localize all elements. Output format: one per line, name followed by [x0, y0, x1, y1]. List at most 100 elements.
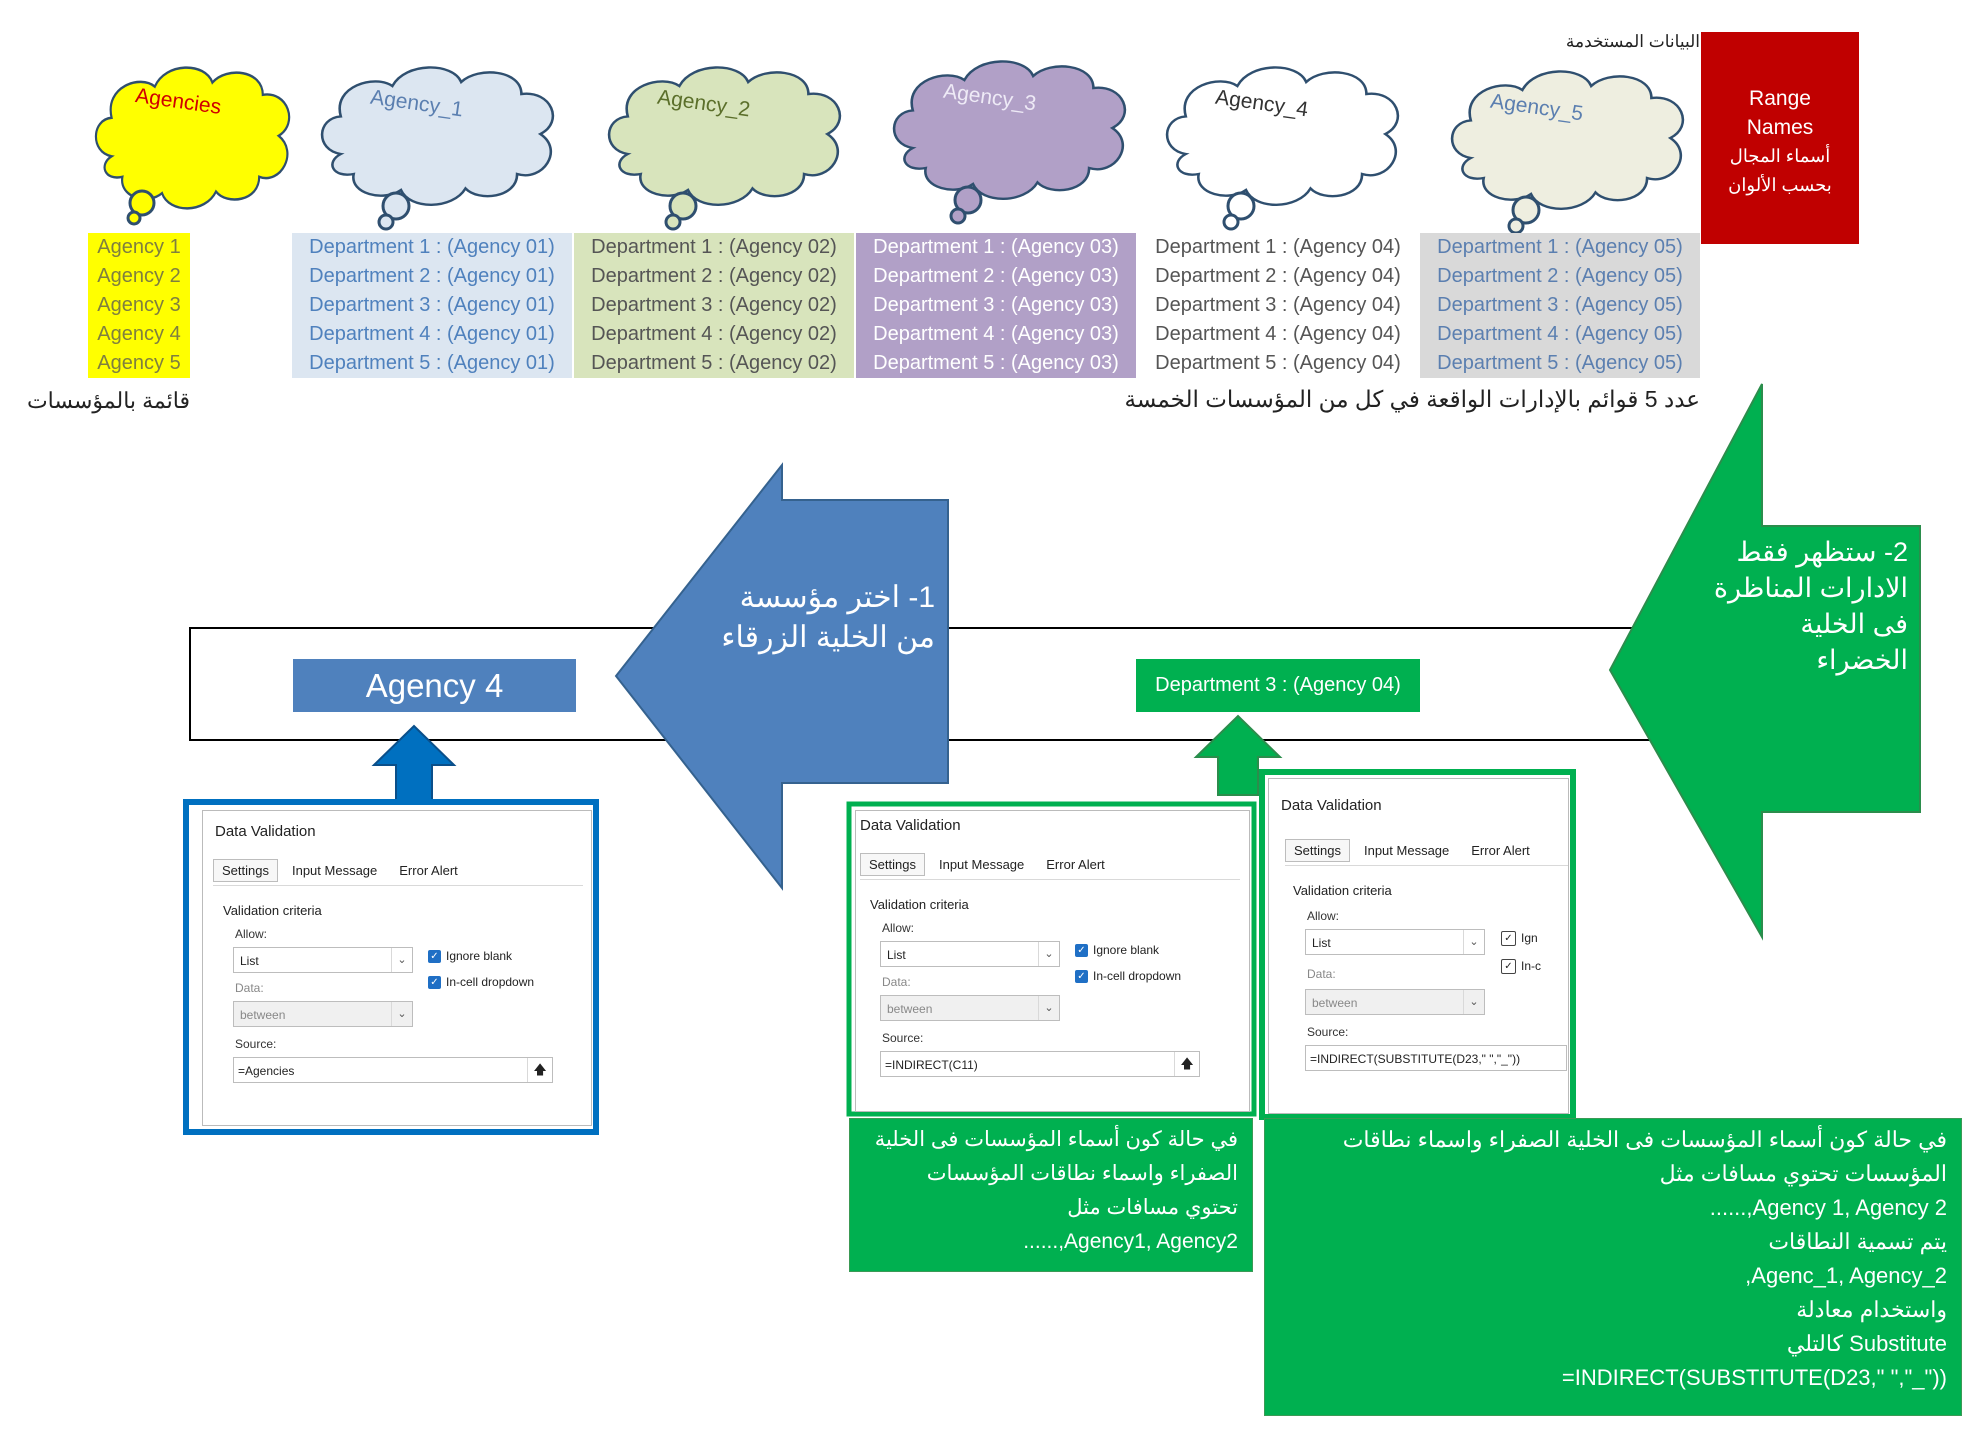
cloud-agency2	[607, 66, 842, 207]
dialog-tabs: Settings Input Message Error Alert	[860, 853, 1240, 880]
allow-combo[interactable]: List ⌄	[1305, 929, 1485, 955]
chevron-down-icon[interactable]: ⌄	[1038, 996, 1059, 1020]
list-item: Department 5 : (Agency 02)	[591, 352, 837, 374]
validation-criteria-label: Validation criteria	[870, 897, 969, 912]
chevron-down-icon[interactable]: ⌄	[1038, 942, 1059, 966]
note-right-line5: Agenc_1, Agency_2,	[1745, 1263, 1947, 1288]
note-right-line3: Agency 1, Agency 2,......	[1709, 1195, 1947, 1220]
chevron-down-icon[interactable]: ⌄	[1463, 990, 1484, 1014]
data-combo[interactable]: between⌄	[1305, 989, 1485, 1015]
source-label: Source:	[1307, 1025, 1349, 1039]
source-input[interactable]: =INDIRECT(SUBSTITUTE(D23," ","_"))	[1305, 1045, 1567, 1071]
caption-agencies-list: قائمة بالمؤسسات	[26, 388, 190, 413]
note-left: في حالة كون أسماء المؤسسات فى الخلية الص…	[849, 1118, 1253, 1272]
collapse-dialog-icon[interactable]: 🡅	[1174, 1052, 1199, 1076]
tab-error-alert[interactable]: Error Alert	[399, 863, 458, 878]
dept-list-agency1: Department 1 : (Agency 01) Department 2 …	[292, 233, 572, 378]
blue-arrow	[614, 462, 949, 891]
allow-combo[interactable]: List ⌄	[880, 941, 1060, 967]
tab-settings[interactable]: Settings	[213, 859, 278, 882]
incell-dropdown-label: In-cell dropdown	[1093, 969, 1182, 983]
incell-dropdown-checkbox[interactable]: ✓ In-cell dropdown	[428, 975, 535, 990]
list-item: Department 3 : (Agency 05)	[1437, 294, 1683, 316]
tab-settings[interactable]: Settings	[1285, 839, 1350, 862]
cloud-agency3	[892, 60, 1127, 201]
ignore-blank-label: Ignore blank	[1093, 943, 1160, 957]
green-arrow-text: 2- ستظهر فقط الادارات المناظرة فى الخلية…	[1690, 534, 1908, 678]
source-label: Source:	[235, 1037, 277, 1051]
checkbox-checked-icon: ✓	[1075, 970, 1088, 984]
up-arrow-blue	[371, 724, 457, 803]
data-combo[interactable]: between⌄	[880, 995, 1060, 1021]
checkbox-checked-icon: ✓	[1501, 959, 1516, 975]
ignore-blank-checkbox[interactable]: ✓Ign	[1501, 931, 1538, 947]
list-item: Department 3 : (Agency 02)	[591, 294, 837, 316]
source-value: =Agencies	[238, 1064, 295, 1078]
list-item: Department 1 : (Agency 02)	[591, 236, 837, 258]
green-arrow-line2: الادارات المناظرة	[1713, 573, 1908, 603]
tab-input-message[interactable]: Input Message	[291, 863, 378, 878]
source-value: =INDIRECT(C11)	[885, 1058, 978, 1072]
chevron-down-icon[interactable]: ⌄	[391, 948, 412, 972]
list-item: Department 5 : (Agency 04)	[1155, 352, 1401, 374]
ignore-blank-checkbox[interactable]: ✓ Ignore blank	[1075, 943, 1160, 958]
tab-error-alert[interactable]: Error Alert	[1046, 857, 1105, 872]
selected-department-cell[interactable]: Department 3 : (Agency 04)	[1136, 659, 1420, 712]
ignore-blank-checkbox[interactable]: ✓Ignore blank	[428, 949, 513, 964]
note-left-line4: Agency1, Agency2,......	[1023, 1230, 1238, 1253]
chevron-down-icon[interactable]: ⌄	[391, 1002, 412, 1026]
dialog-tabs: Settings Input Message Error Alert	[213, 859, 583, 886]
source-input[interactable]: =INDIRECT(C11) 🡅	[880, 1051, 1200, 1077]
list-item: Department 5 : (Agency 05)	[1437, 352, 1683, 374]
data-label: Data:	[882, 975, 911, 989]
up-arrow-green	[1193, 714, 1283, 796]
incell-dropdown-checkbox[interactable]: ✓ In-cell dropdown	[1075, 969, 1182, 984]
dialog-title: Data Validation	[860, 817, 961, 834]
incell-dropdown-checkbox[interactable]: ✓ In-c	[1501, 959, 1542, 975]
selected-agency-cell[interactable]: Agency 4	[293, 659, 576, 712]
data-combo[interactable]: between⌄	[233, 1001, 413, 1027]
list-item: Department 3 : (Agency 01)	[309, 294, 555, 316]
checkbox-checked-icon: ✓	[1075, 944, 1088, 958]
list-item: Agency 5	[97, 352, 181, 374]
list-item: Agency 2	[97, 265, 181, 287]
data-label: Data:	[235, 981, 264, 995]
incell-dropdown-label: In-c	[1521, 959, 1542, 973]
collapse-dialog-icon[interactable]: 🡅	[527, 1058, 552, 1082]
source-label: Source:	[882, 1031, 924, 1045]
note-left-line2: الصفراء واسماء نطاقات المؤسسات	[926, 1162, 1238, 1185]
allow-label: Allow:	[235, 927, 268, 941]
list-item: Department 4 : (Agency 01)	[309, 323, 555, 345]
checkbox-checked-icon: ✓	[428, 976, 441, 990]
ignore-blank-label: Ignore blank	[446, 949, 513, 963]
list-item: Department 2 : (Agency 03)	[873, 265, 1119, 287]
source-value: =INDIRECT(SUBSTITUTE(D23," ","_"))	[1310, 1052, 1521, 1066]
range-names-ar1: أسماء المجال	[1729, 146, 1831, 166]
validation-criteria-label: Validation criteria	[1293, 883, 1392, 898]
tab-error-alert[interactable]: Error Alert	[1471, 843, 1530, 858]
frame-green-2	[1259, 769, 1576, 1120]
list-item: Department 4 : (Agency 02)	[591, 323, 837, 345]
note-right-line7: Substitute كالتلي	[1786, 1331, 1947, 1356]
green-arrow	[1608, 383, 1921, 941]
blue-arrow-line1: 1- اختر مؤسسة	[739, 581, 935, 614]
list-item: Department 5 : (Agency 03)	[873, 352, 1119, 374]
list-item: Department 1 : (Agency 03)	[873, 236, 1119, 258]
tab-input-message[interactable]: Input Message	[938, 857, 1025, 872]
allow-value: List	[887, 948, 906, 962]
list-item: Agency 3	[97, 294, 181, 316]
dept-list-agency5: Department 1 : (Agency 05) Department 2 …	[1420, 233, 1700, 378]
chevron-down-icon[interactable]: ⌄	[1463, 930, 1484, 954]
note-right-line2: المؤسسات تحتوي مسافات مثل	[1659, 1161, 1947, 1186]
tab-settings[interactable]: Settings	[860, 853, 925, 876]
incell-dropdown-label: In-cell dropdown	[446, 975, 535, 989]
list-item: Agency 4	[97, 323, 181, 345]
tab-input-message[interactable]: Input Message	[1363, 843, 1450, 858]
allow-combo[interactable]: List⌄	[233, 947, 413, 973]
caption-departments-lists: عدد 5 قوائم بالإدارات الواقعة في كل من ا…	[1124, 386, 1700, 412]
allow-value: List	[1312, 936, 1331, 950]
source-input[interactable]: =Agencies 🡅	[233, 1057, 553, 1083]
